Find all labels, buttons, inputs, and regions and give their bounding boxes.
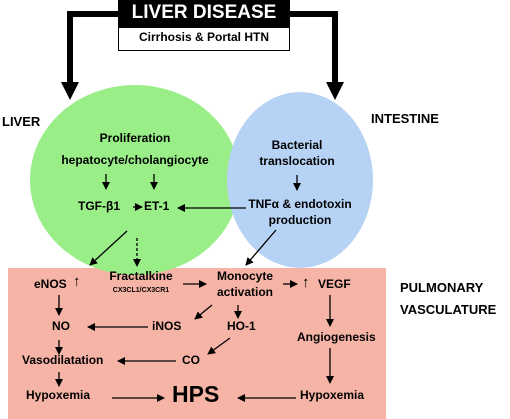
hypoxemia-left: Hypoxemia	[26, 388, 91, 402]
pulmonary-label-1: PULMONARY	[400, 280, 484, 295]
header-title-box	[118, 0, 290, 27]
liver-proliferation: Proliferation	[99, 131, 171, 145]
header-title: LIVER DISEASE	[131, 2, 277, 23]
hps: HPS	[172, 381, 220, 407]
et-1: ET-1	[144, 199, 170, 213]
co: CO	[182, 353, 200, 367]
inos: iNOS	[152, 319, 182, 333]
activation: activation	[216, 285, 273, 299]
hypoxemia-right: Hypoxemia	[300, 388, 365, 402]
liver-circle	[30, 85, 240, 275]
vasodilatation: Vasodilatation	[22, 353, 104, 367]
vegf: VEGF	[318, 277, 351, 291]
pulmonary-label-2: VASCULATURE	[400, 302, 497, 317]
monocyte: Monocyte	[216, 269, 273, 283]
enos: eNOS	[34, 277, 67, 291]
pathway-arrows	[55, 174, 334, 402]
translocation: translocation	[259, 154, 335, 168]
header-subtitle: Cirrhosis & Portal HTN	[138, 30, 270, 44]
tgf-beta1: TGF-β1	[78, 199, 120, 213]
fractalkine-receptor: CX3CL1/CX3CR1	[112, 287, 170, 294]
tnf-alpha-endotoxin: TNFα & endotoxin	[248, 197, 352, 211]
vegf-up-arrow: ↑	[302, 274, 310, 291]
pulmonary-region	[8, 268, 386, 419]
liver-label: LIVER	[2, 114, 41, 129]
liver-cell-types: hepatocyte/cholangiocyte	[61, 153, 209, 167]
bacterial: Bacterial	[271, 138, 323, 152]
no: NO	[52, 319, 70, 333]
header-arrows	[61, 11, 344, 100]
production: production	[268, 213, 332, 227]
fractalkine: Fractalkine	[109, 269, 173, 283]
ho-1: HO-1	[227, 319, 256, 333]
intestine-label: INTESTINE	[371, 111, 439, 126]
header-subtitle-box	[118, 27, 290, 51]
enos-up-arrow: ↑	[73, 273, 81, 290]
angiogenesis: Angiogenesis	[297, 330, 376, 344]
intestine-circle	[227, 92, 373, 268]
